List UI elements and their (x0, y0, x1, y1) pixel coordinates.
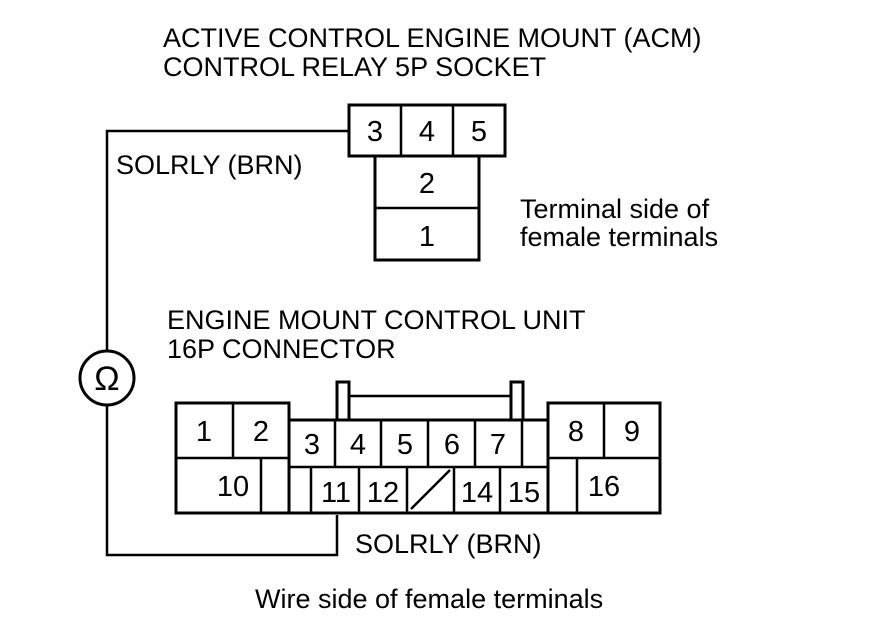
empty-cavity-slash (410, 469, 451, 510)
unit-terminal-9: 9 (624, 416, 640, 448)
unit-terminal-16: 16 (588, 471, 620, 503)
relay-title-line1: ACTIVE CONTROL ENGINE MOUNT (ACM) (163, 23, 702, 53)
wire-side-note: Wire side of female terminals (255, 584, 603, 614)
unit-terminal-15: 15 (508, 477, 540, 509)
terminal-side-note-line2: female terminals (520, 222, 718, 252)
relay-wire-label: SOLRLY (BRN) (116, 150, 303, 180)
relay-terminal-2: 2 (419, 168, 435, 200)
unit-connector-16p: 1 2 3 4 5 6 7 8 9 10 11 12 14 15 16 (174, 380, 662, 515)
unit-terminal-11: 11 (321, 477, 351, 509)
unit-terminal-7: 7 (490, 429, 506, 461)
unit-terminal-8: 8 (568, 416, 584, 448)
lock-tab-right (509, 380, 525, 422)
lock-tab-left (335, 380, 351, 422)
unit-terminal-5: 5 (397, 429, 413, 461)
test-lead-upper (105, 129, 349, 350)
unit-terminal-1: 1 (196, 416, 212, 448)
unit-wire-label: SOLRLY (BRN) (355, 529, 542, 559)
unit-terminal-12: 12 (367, 477, 399, 509)
unit-terminal-10: 10 (217, 471, 249, 503)
test-lead-lower (105, 406, 339, 557)
relay-terminal-1: 1 (419, 221, 435, 253)
ohm-symbol: Ω (94, 360, 119, 398)
ohmmeter-icon: Ω (78, 349, 136, 407)
relay-terminal-3: 3 (367, 116, 383, 148)
unit-terminal-2: 2 (253, 416, 269, 448)
relay-terminal-5: 5 (471, 116, 487, 148)
unit-terminal-6: 6 (444, 429, 460, 461)
unit-title-line2: 16P CONNECTOR (167, 334, 396, 364)
terminal-side-note-line1: Terminal side of (520, 194, 710, 224)
relay-title-line2: CONTROL RELAY 5P SOCKET (163, 52, 546, 82)
unit-title-line1: ENGINE MOUNT CONTROL UNIT (167, 305, 586, 335)
unit-terminal-4: 4 (350, 429, 366, 461)
relay-socket-5p: 3 4 5 2 1 (347, 103, 507, 262)
unit-terminal-14: 14 (461, 477, 493, 509)
unit-terminal-3: 3 (304, 429, 320, 461)
relay-terminal-4: 4 (419, 116, 435, 148)
